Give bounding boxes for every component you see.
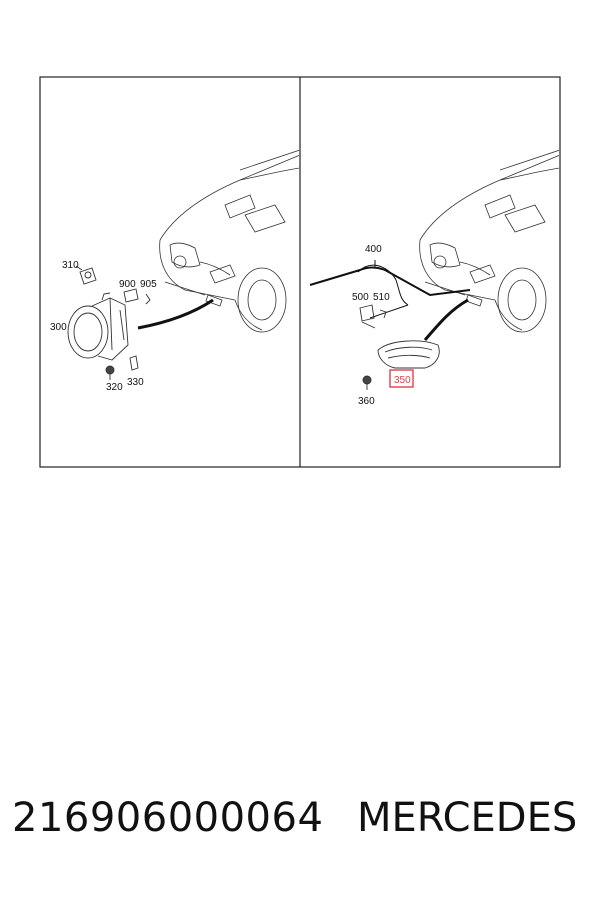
- callout-330: 330: [127, 377, 144, 388]
- part-number: 216906000064: [12, 795, 324, 841]
- callout-905: 905: [140, 279, 157, 290]
- callout-360: 360: [358, 396, 375, 407]
- screw-360-part: [362, 375, 372, 390]
- left-car-illustration: [159, 149, 299, 333]
- fog-lamp-assembly: [67, 292, 129, 361]
- clip-part: [129, 355, 139, 371]
- brand-name: MERCEDES: [357, 795, 578, 841]
- callout-900: 900: [119, 279, 136, 290]
- callout-310: 310: [62, 260, 79, 271]
- callout-350: 350: [394, 375, 411, 386]
- callout-300: 300: [50, 322, 67, 333]
- wiring-harness: [309, 260, 471, 319]
- callout-350-highlight: [389, 369, 414, 388]
- footer: 216906000064 MERCEDES: [0, 795, 600, 865]
- callout-500: 500: [352, 292, 369, 303]
- drl-light-part: [377, 340, 440, 369]
- right-leader-line: [423, 298, 469, 341]
- parts-diagram: 310 900 905 300 320 330: [39, 76, 561, 468]
- connector-part: [359, 304, 387, 329]
- left-leader-line: [137, 298, 214, 330]
- right-car-illustration: [419, 149, 559, 333]
- callout-400: 400: [365, 244, 382, 255]
- bracket-part: [123, 288, 151, 305]
- bulb-part: [75, 265, 97, 285]
- callout-510: 510: [373, 292, 390, 303]
- callout-320: 320: [106, 382, 123, 393]
- screw-part: [105, 365, 115, 380]
